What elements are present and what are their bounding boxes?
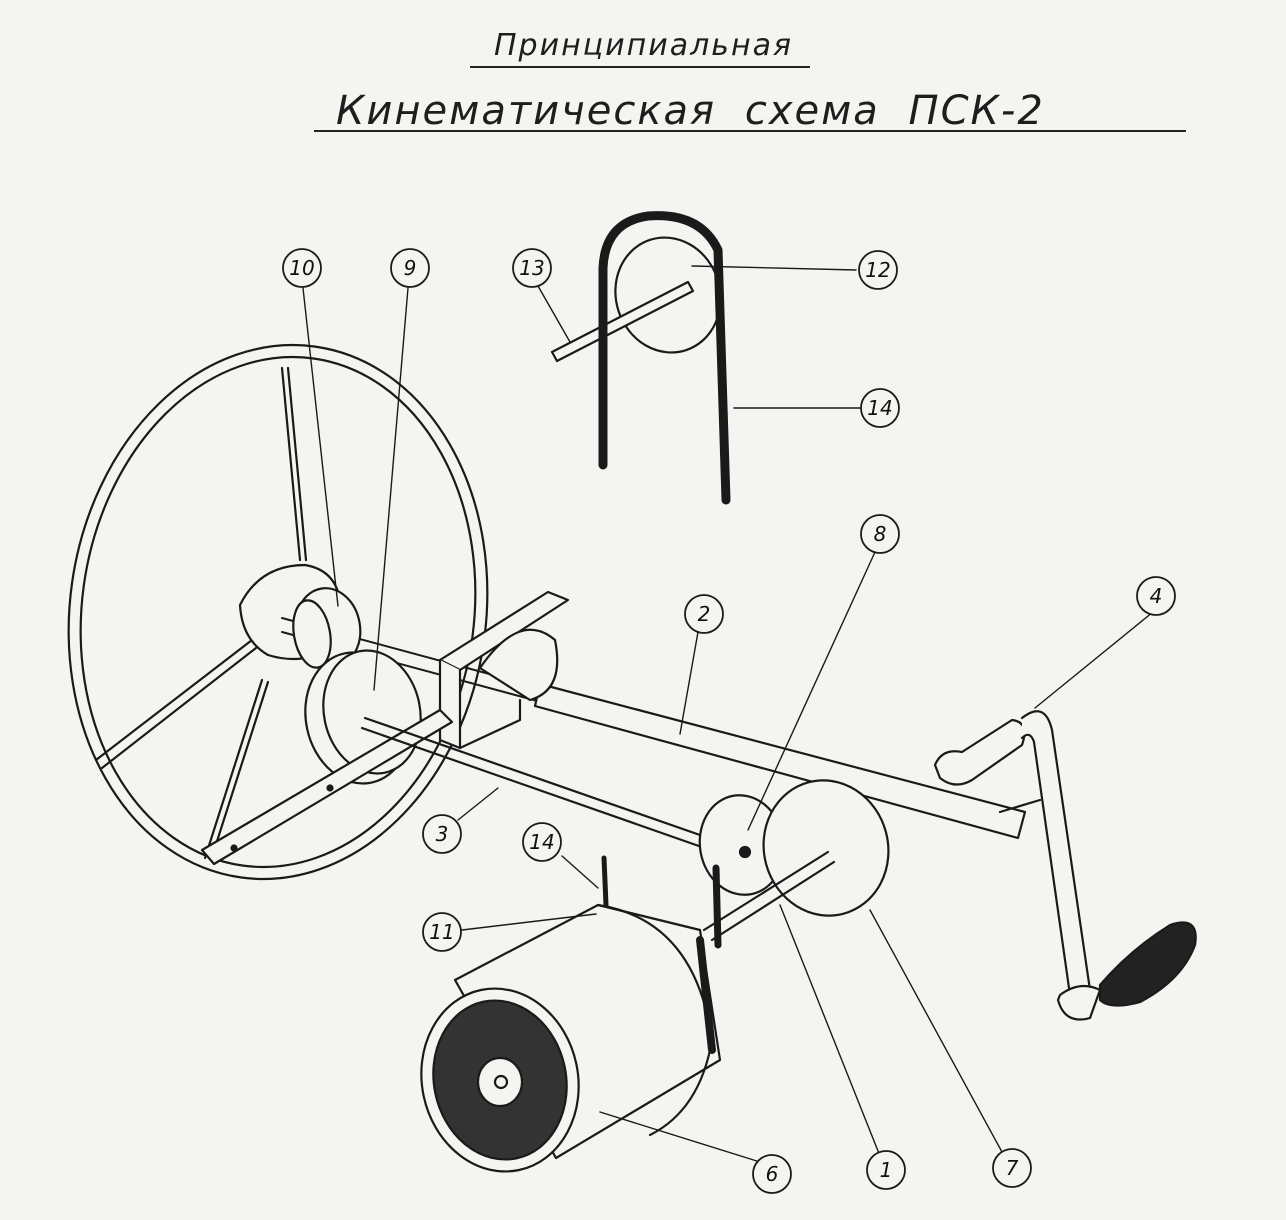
svg-text:14: 14 (529, 830, 554, 854)
callout-2: 2 (684, 594, 724, 634)
svg-text:9: 9 (404, 256, 417, 280)
disk-10 (292, 587, 362, 669)
svg-text:12: 12 (865, 258, 890, 282)
svg-text:10: 10 (289, 256, 314, 280)
svg-text:14: 14 (867, 396, 892, 420)
svg-text:11: 11 (429, 920, 454, 944)
shaft-3 (360, 716, 722, 854)
shaft-13 (550, 280, 695, 363)
belt-14-bottom (601, 855, 609, 908)
svg-text:6: 6 (766, 1162, 779, 1186)
callout-3: 3 (422, 814, 462, 854)
svg-text:13: 13 (519, 256, 544, 280)
svg-text:8: 8 (874, 522, 887, 546)
svg-text:4: 4 (1150, 584, 1163, 608)
callout-7: 7 (992, 1148, 1032, 1188)
callout-14-top: 14 (860, 388, 900, 428)
diagram-title: Кинематическая схема ПСК-2 (336, 88, 1045, 134)
callout-11: 11 (422, 912, 462, 952)
callout-group: 10 9 13 12 14 8 2 4 3 14 11 6 1 7 (282, 248, 1176, 1194)
belt-14-top (598, 211, 731, 505)
leader-lines (302, 265, 1154, 1163)
svg-text:1: 1 (880, 1158, 893, 1182)
svg-text:7: 7 (1006, 1156, 1019, 1180)
top-pulley-assembly (550, 211, 731, 505)
gear-7 (762, 779, 890, 917)
drum-6 (420, 855, 722, 1173)
callout-4: 4 (1136, 576, 1176, 616)
callout-14-bottom: 14 (522, 822, 562, 862)
title-underline (314, 130, 1186, 132)
callout-6: 6 (752, 1154, 792, 1194)
frame-bracket (200, 590, 570, 866)
subtitle: Принципиальная (494, 28, 794, 63)
callout-8: 8 (860, 514, 900, 554)
callout-9: 9 (390, 248, 430, 288)
svg-text:3: 3 (436, 822, 449, 846)
crank-handle-4 (933, 710, 1197, 1021)
cam-disk (478, 628, 559, 702)
shaft-1 (702, 850, 836, 942)
callout-10: 10 (282, 248, 322, 288)
callout-12: 12 (858, 250, 898, 290)
callout-13: 13 (512, 248, 552, 288)
svg-text:2: 2 (698, 602, 711, 626)
subtitle-underline (470, 66, 810, 68)
callout-1: 1 (866, 1150, 906, 1190)
